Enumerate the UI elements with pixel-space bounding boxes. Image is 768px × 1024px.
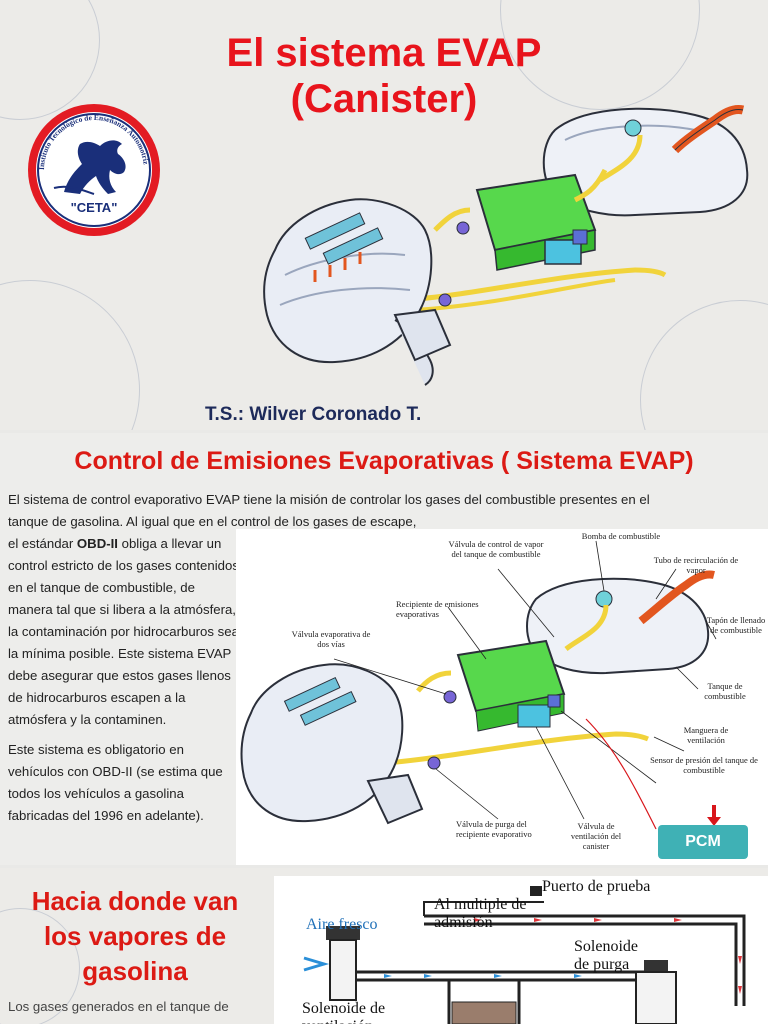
slide-control-emisiones: Control de Emisiones Evaporativas ( Sist… bbox=[0, 433, 768, 865]
evap-labeled-diagram: Válvula de control de vapor del tanque d… bbox=[236, 529, 768, 865]
slide-title: El sistema EVAP (Canister) Instituto Tec… bbox=[0, 0, 768, 430]
ceta-logo: Instituto Tecnológico de Enseñanza Autom… bbox=[28, 104, 160, 236]
pcm-box: PCM bbox=[658, 825, 748, 859]
slide2-heading: Control de Emisiones Evaporativas ( Sist… bbox=[74, 447, 694, 475]
evap-diagram-drawing bbox=[240, 540, 721, 830]
label-tubo: Tubo de recirculación de vapor bbox=[653, 555, 739, 575]
label-ventilacion: Válvula de ventilación del canister bbox=[570, 821, 622, 851]
label-tapon: Tapón de llenado de combustible bbox=[706, 615, 766, 635]
intro-line-2: tanque de gasolina. Al igual que en el c… bbox=[8, 514, 417, 529]
title-line-1: El sistema EVAP bbox=[226, 31, 542, 75]
decorative-swirl bbox=[0, 280, 140, 430]
logo-name: "CETA" bbox=[71, 200, 118, 215]
label-aire-fresco: Aire fresco bbox=[306, 916, 378, 933]
slide3-body: Los gases generados en el tanque de bbox=[8, 999, 229, 1014]
label-sensor: Sensor de presión del tanque de combusti… bbox=[650, 755, 758, 775]
label-solenoide-ventilacion: Solenoide de ventilación bbox=[302, 1000, 386, 1024]
vapor-flow-drawing bbox=[303, 886, 746, 1024]
label-recipiente: Recipiente de emisiones evaporativas bbox=[396, 599, 479, 619]
body-paragraph: el estándar OBD-II obliga a llevar un co… bbox=[8, 533, 240, 731]
label-puerto-prueba: Puerto de prueba bbox=[542, 878, 651, 895]
body-text-post: obliga a llevar un control estricto de l… bbox=[8, 536, 239, 727]
label-multiple-admision: Al multiple de admisión bbox=[434, 896, 527, 931]
intro-line-1: El sistema de control evaporativo EVAP t… bbox=[8, 492, 650, 507]
label-valvula-dos-vias: Válvula evaporativa de dos vías bbox=[291, 629, 371, 649]
slide3-heading: Hacia donde van los vapores de gasolina bbox=[31, 886, 239, 986]
label-tanque: Tanque de combustible bbox=[704, 681, 746, 701]
vapor-flow-diagram: Puerto de prueba Al multiple de admisión… bbox=[274, 876, 768, 1024]
label-valvula-control: Válvula de control de vapor del tanque d… bbox=[448, 539, 544, 559]
evap-illustration bbox=[263, 105, 749, 386]
intro-paragraph: El sistema de control evaporativo EVAP t… bbox=[8, 489, 763, 533]
title-line-2: (Canister) bbox=[290, 77, 478, 121]
body-text-pre: el estándar bbox=[8, 536, 77, 551]
label-purga: Válvula de purga del recipiente evaporat… bbox=[456, 819, 532, 839]
body-text-bold: OBD-II bbox=[76, 536, 118, 551]
author-credit: T.S.: Wilver Coronado T. bbox=[205, 404, 422, 425]
body-paragraph-2: Este sistema es obligatorio en vehículos… bbox=[8, 742, 223, 823]
slide-title-heading: El sistema EVAP (Canister) bbox=[0, 30, 768, 122]
label-bomba: Bomba de combustible bbox=[581, 531, 661, 541]
label-solenoide-purga: Solenoide de purga bbox=[574, 938, 638, 973]
slide-vapores: Hacia donde van los vapores de gasolina … bbox=[0, 868, 768, 1024]
label-manguera: Manguera de ventilación bbox=[683, 725, 729, 745]
